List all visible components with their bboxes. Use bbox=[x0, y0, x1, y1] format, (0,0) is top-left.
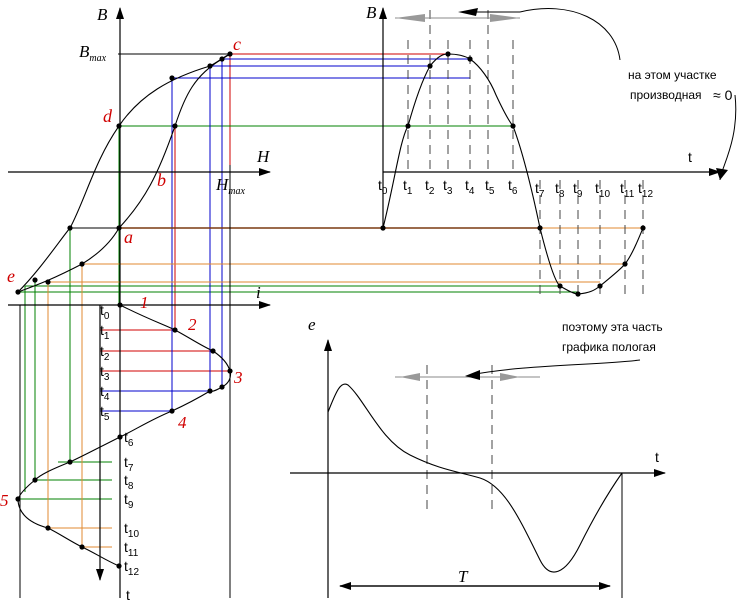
point-dot bbox=[210, 348, 216, 354]
point-dot bbox=[640, 225, 646, 231]
note-top-line1: на этом участке bbox=[628, 68, 717, 82]
time-label-left-10: t10 bbox=[124, 520, 139, 540]
time-label-right-10: t10 bbox=[595, 180, 610, 200]
point-dot bbox=[597, 283, 603, 289]
note-bottom-line2: графика пологая bbox=[562, 340, 656, 354]
time-label-left-6: t6 bbox=[124, 429, 134, 449]
point-dot bbox=[15, 289, 21, 295]
time-label-right-8: t8 bbox=[555, 180, 565, 200]
axis-label-t-e: t bbox=[655, 449, 659, 465]
time-label-right-1: t1 bbox=[403, 177, 413, 197]
time-label-right-0: t0 bbox=[378, 177, 388, 197]
current-point-5: 5 bbox=[0, 491, 9, 510]
time-label-left-7: t7 bbox=[124, 454, 134, 474]
point-a-label: a bbox=[124, 227, 133, 247]
current-point-2: 2 bbox=[188, 315, 197, 334]
point-dot bbox=[219, 384, 225, 390]
time-label-left-3: t3 bbox=[100, 363, 110, 383]
point-dot bbox=[227, 368, 233, 374]
time-label-left-2: t2 bbox=[100, 343, 110, 363]
axis-label-H: H bbox=[256, 147, 271, 166]
current-point-1: 1 bbox=[140, 293, 149, 312]
time-label-right-11: t11 bbox=[620, 180, 635, 200]
point-dot bbox=[169, 408, 175, 414]
time-label-right-3: t3 bbox=[443, 177, 453, 197]
axis-label-e: e bbox=[308, 315, 316, 334]
point-e-label: e bbox=[7, 266, 15, 286]
point-dot bbox=[15, 496, 21, 502]
time-label-right-12: t12 bbox=[638, 180, 653, 200]
point-dot bbox=[227, 51, 233, 57]
axis-label-B-right: B bbox=[366, 3, 377, 22]
time-label-left-9: t9 bbox=[124, 491, 134, 511]
point-dot bbox=[116, 225, 122, 231]
point-dot bbox=[117, 434, 123, 440]
time-label-left-0: t0 bbox=[100, 302, 110, 322]
point-dot bbox=[67, 225, 73, 231]
point-dot bbox=[116, 563, 122, 569]
current-point-3: 3 bbox=[233, 368, 243, 387]
point-d-label: d bbox=[103, 106, 113, 126]
point-b-label: b bbox=[157, 170, 166, 190]
data-points bbox=[15, 51, 646, 569]
point-dot bbox=[32, 477, 38, 483]
current-point-4: 4 bbox=[178, 413, 187, 432]
point-dot bbox=[557, 283, 563, 289]
time-label-left-8: t8 bbox=[124, 472, 134, 492]
point-dot bbox=[67, 459, 73, 465]
point-dot bbox=[219, 56, 225, 62]
point-dot bbox=[427, 63, 433, 69]
time-label-right-9: t9 bbox=[573, 180, 583, 200]
projection-lines bbox=[18, 53, 643, 598]
point-dot bbox=[79, 544, 85, 550]
hmax-label: Hmax bbox=[215, 175, 246, 197]
point-dot bbox=[380, 225, 386, 231]
time-label-left-4: t4 bbox=[100, 383, 110, 403]
axes bbox=[8, 7, 721, 598]
axis-label-t-bottom: t bbox=[126, 587, 130, 603]
point-dot bbox=[445, 51, 451, 57]
time-label-left-12: t12 bbox=[124, 558, 139, 578]
curves bbox=[17, 53, 644, 573]
time-label-right-5: t5 bbox=[485, 177, 495, 197]
point-dot bbox=[45, 279, 51, 285]
annotation-arrows bbox=[395, 8, 737, 381]
time-label-right-7: t7 bbox=[535, 180, 545, 200]
point-dot bbox=[622, 261, 628, 267]
time-label-left-5: t5 bbox=[100, 403, 110, 423]
axis-label-t-right: t bbox=[688, 149, 692, 165]
time-label-right-2: t2 bbox=[425, 177, 435, 197]
bmax-label: Bmax bbox=[79, 42, 107, 64]
time-label-left-1: t1 bbox=[100, 322, 110, 342]
point-c-label: c bbox=[233, 34, 241, 54]
point-dot bbox=[79, 261, 85, 267]
point-dot bbox=[117, 302, 123, 308]
point-dot bbox=[45, 525, 51, 531]
point-dot bbox=[32, 277, 38, 283]
time-label-left-11: t11 bbox=[124, 539, 139, 559]
point-dot bbox=[207, 388, 213, 394]
point-dot bbox=[116, 123, 122, 129]
time-label-right-6: t6 bbox=[508, 177, 518, 197]
point-dot bbox=[537, 225, 543, 231]
point-dot bbox=[405, 123, 411, 129]
labels: B B H i t t e t Bmax Hmax c d b a e 1 2 … bbox=[0, 3, 733, 603]
point-dot bbox=[172, 327, 178, 333]
note-bottom-line1: поэтому эта часть bbox=[562, 320, 663, 334]
point-dot bbox=[510, 123, 516, 129]
point-dot bbox=[207, 63, 213, 69]
time-label-right-4: t4 bbox=[465, 177, 475, 197]
point-dot bbox=[467, 56, 473, 62]
point-dot bbox=[575, 291, 581, 297]
note-top-line2: производная bbox=[630, 88, 702, 102]
time-dashes bbox=[407, 10, 644, 515]
period-label: T bbox=[458, 567, 469, 586]
point-dot bbox=[169, 75, 175, 81]
axis-label-B-left: B bbox=[97, 5, 108, 24]
axis-label-i: i bbox=[256, 283, 261, 302]
note-top-approx: ≈ 0 bbox=[713, 87, 733, 103]
point-dot bbox=[172, 123, 178, 129]
